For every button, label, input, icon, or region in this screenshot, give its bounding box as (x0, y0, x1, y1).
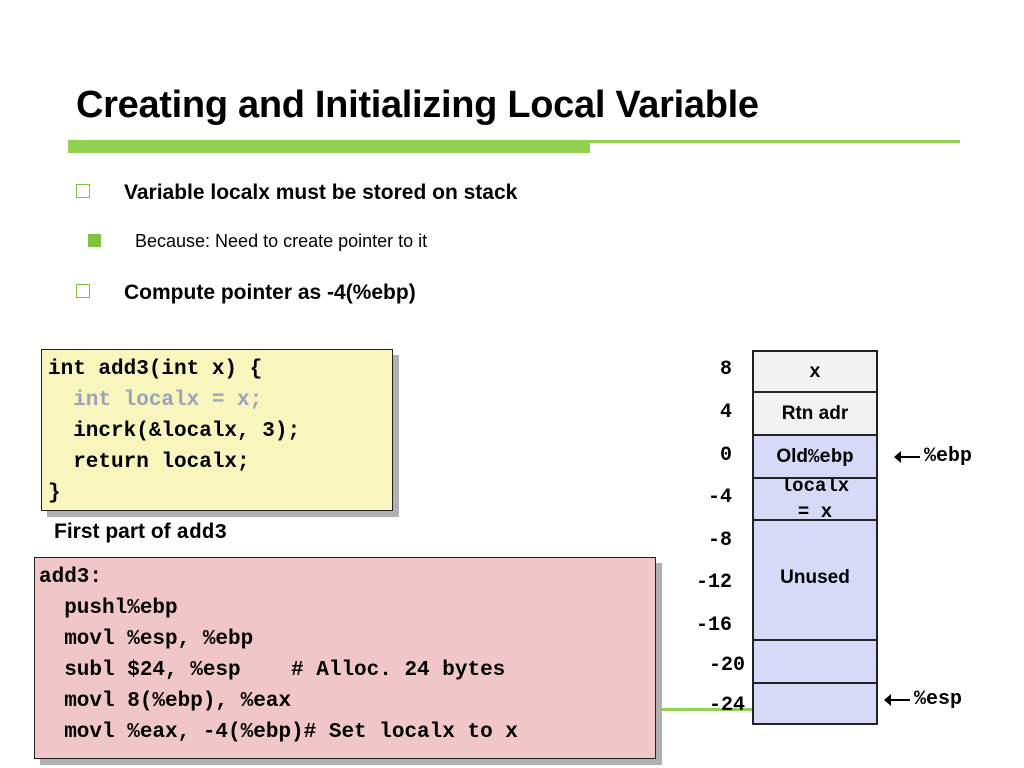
bullet-3-text: Compute pointer as -4(%ebp) (124, 281, 416, 304)
bullet-1-text: Variable localx must be stored on stack (124, 181, 518, 204)
c-code-line: int add3(int x) { (48, 358, 263, 381)
c-code-line: } (48, 482, 61, 505)
hollow-square-bullet-icon (76, 284, 90, 299)
asm-code-line: pushl%ebp (39, 597, 178, 620)
asm-code-line: movl %esp, %ebp (39, 628, 254, 651)
c-code-line: return localx; (48, 451, 250, 474)
asm-code-box: add3: pushl%ebp movl %esp, %ebp subl $24… (34, 557, 656, 759)
asm-code-line: movl %eax, -4(%ebp)# Set localx to x (39, 721, 518, 744)
left-arrow-icon (894, 450, 920, 463)
unused-label: Unused (780, 567, 850, 588)
bullet-2: Because: Need to create pointer to it (88, 231, 427, 252)
stack-offset: -8 (707, 529, 732, 552)
old-ebp-label: Old (776, 445, 809, 467)
bullet-2-text: Because: Need to create pointer to it (135, 231, 428, 251)
esp-pointer-label: %esp (914, 688, 963, 711)
ebp-pointer: %ebp (894, 445, 973, 468)
stack-cell-old-ebp: Old %ebp (752, 434, 878, 479)
stack-cell-esp (752, 682, 878, 725)
title-underline-accent (68, 142, 590, 153)
c-code-line-highlight: int localx = x; (48, 389, 263, 412)
asm-code-line: movl 8(%ebp), %eax (39, 690, 292, 713)
stack-cell-x: x (752, 350, 878, 393)
asm-code-line: subl $24, %esp # Alloc. 24 bytes (39, 659, 506, 682)
title-underline (68, 140, 960, 143)
caption: First part of add3 (54, 520, 227, 545)
bullet-3: Compute pointer as -4(%ebp) (76, 281, 416, 305)
slide-title: Creating and Initializing Local Variable (76, 84, 759, 126)
asm-code-line: add3: (39, 566, 103, 589)
localx-line-2: = x (797, 501, 833, 521)
caption-text: First part of (54, 520, 177, 543)
divider-line (656, 708, 754, 711)
hollow-square-bullet-icon (76, 184, 90, 199)
stack-offset: 4 (719, 401, 732, 424)
stack-offset: -12 (695, 571, 732, 594)
stack-cell-empty (752, 639, 878, 684)
stack-cell-localx: localx = x (752, 477, 878, 521)
c-code-box: int add3(int x) { int localx = x; incrk(… (41, 349, 393, 511)
localx-line-1: localx (780, 477, 850, 497)
c-code-line: incrk(&localx, 3); (48, 420, 301, 443)
stack-cell-unused: Unused (752, 519, 878, 641)
left-arrow-icon (884, 693, 910, 706)
caption-code: add3 (176, 522, 227, 545)
stack-offset: -4 (707, 486, 732, 509)
stack-offset: -20 (708, 654, 745, 677)
stack-offset: 0 (719, 444, 732, 467)
filled-square-bullet-icon (88, 233, 101, 247)
stack-cell-return-address: Rtn adr (752, 391, 878, 436)
stack-offset: -24 (708, 694, 745, 717)
bullet-1: Variable localx must be stored on stack (76, 181, 517, 205)
old-ebp-register: %ebp (808, 445, 854, 468)
stack-offset: 8 (719, 358, 732, 381)
esp-pointer: %esp (884, 688, 963, 711)
ebp-pointer-label: %ebp (924, 445, 973, 468)
stack-offset: -16 (695, 614, 732, 637)
